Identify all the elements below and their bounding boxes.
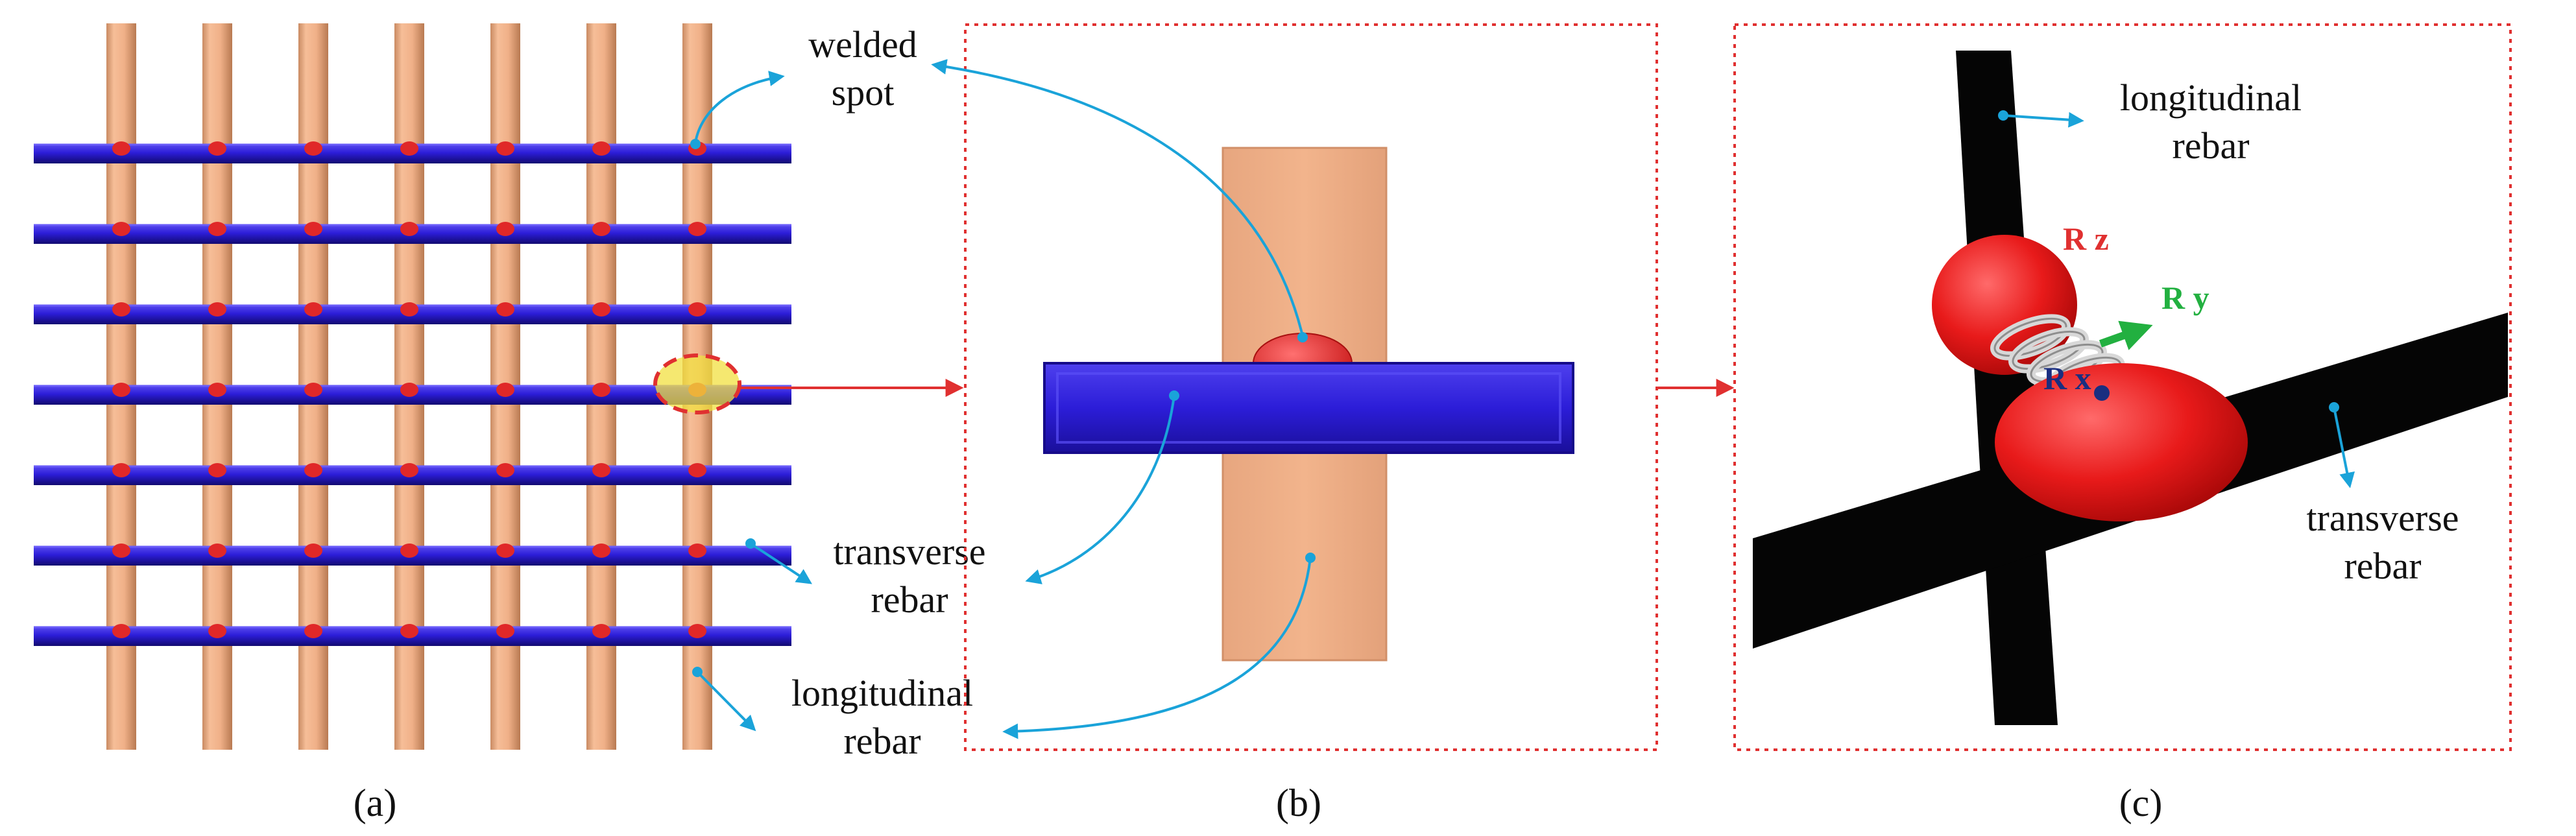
weld-spot-2-3 (304, 222, 322, 236)
weld-spot-7-2 (208, 624, 226, 638)
weld-spot-7-5 (496, 624, 514, 638)
weld-spot-1-3 (304, 141, 322, 156)
leader-dot-transverse-b (1169, 390, 1179, 401)
longitudinal-rebar-c (1956, 51, 2058, 725)
weld-spot-5-3 (304, 463, 322, 477)
label-transverse-c-line1: transverse (2306, 497, 2459, 539)
axis-label-ry: R y (2161, 280, 2209, 316)
weld-spot-2-2 (208, 222, 226, 236)
panel-c-joint: R z R y R x (1753, 51, 2508, 725)
panel-c-frame (1733, 23, 2512, 751)
spring-coil-edge-2 (2012, 330, 2086, 370)
weld-spot-4-2 (208, 383, 226, 397)
label-transverse-a-line2: rebar (871, 579, 948, 621)
weld-spot-6-4 (400, 543, 418, 558)
weld-spot-6-3 (304, 543, 322, 558)
leader-dot-transverse-c (2329, 402, 2339, 412)
weld-spot-4-1 (112, 383, 130, 397)
weld-spot-4-5 (496, 383, 514, 397)
weld-spot-6-6 (592, 543, 610, 558)
weld-spot-1-1 (112, 141, 130, 156)
weld-spot-7-6 (592, 624, 610, 638)
caption-b: (b) (1276, 782, 1321, 824)
label-longitudinal-c-line2: rebar (2172, 125, 2249, 167)
weld-spot-3-1 (112, 302, 130, 316)
label-longitudinal-c-line1: longitudinal (2120, 77, 2302, 119)
leader-transverse-c (2333, 407, 2355, 488)
label-longitudinal-a-line1: longitudinal (791, 672, 973, 714)
panel-b-joint (1043, 147, 1574, 662)
weld-spot-4-3 (304, 383, 322, 397)
label-longitudinal-a-line2: rebar (843, 720, 921, 762)
weld-spot-5-1 (112, 463, 130, 477)
weld-spot-3-2 (208, 302, 226, 316)
weld-spot-3-3 (304, 302, 322, 316)
weld-spot-7-7 (688, 624, 706, 638)
joint-ball-lower (1995, 363, 2248, 521)
weld-spot-2-5 (496, 222, 514, 236)
axis-ry-arrow (2099, 320, 2153, 350)
weld-spot-2-4 (400, 222, 418, 236)
leader-welded-spot-b (931, 59, 1304, 337)
weld-spot-6-7 (688, 543, 706, 558)
weld-spot-7-3 (304, 624, 322, 638)
axis-label-rz: R z (2063, 221, 2109, 257)
weld-spot-7-1 (112, 624, 130, 638)
transverse-bar-b (1043, 362, 1574, 454)
weld-spot-3-6 (592, 302, 610, 316)
leader-transverse-a (749, 542, 813, 584)
weld-spot-1-4 (400, 141, 418, 156)
weld-spot-2-7 (688, 222, 706, 236)
weld-spot-5-6 (592, 463, 610, 477)
label-welded-line2: spot (832, 71, 895, 113)
weld-spot-1-5 (496, 141, 514, 156)
weld-spot-6-1 (112, 543, 130, 558)
weld-spot-2-1 (112, 222, 130, 236)
weld-spot-3-7 (688, 302, 706, 316)
weld-spot-2-6 (592, 222, 610, 236)
transverse-bar-b-bevel (1056, 372, 1561, 444)
weld-spot-6-5 (496, 543, 514, 558)
weld-spot-5-2 (208, 463, 226, 477)
leader-dot-transverse-a (745, 538, 756, 549)
label-transverse-a-line1: transverse (833, 531, 985, 573)
leader-longitudinal-c (2003, 112, 2084, 128)
highlighted-joint (653, 353, 741, 414)
leader-dot-longitudinal-a (692, 667, 703, 677)
leader-welded-spot-a (694, 71, 785, 143)
weld-spot-5-5 (496, 463, 514, 477)
weld-spot-3-5 (496, 302, 514, 316)
weld-spot-3-4 (400, 302, 418, 316)
leader-dot-longitudinal-c (1998, 110, 2008, 121)
axis-rx-dot (2094, 385, 2110, 401)
weld-spot-4-4 (400, 383, 418, 397)
axis-label-rx: R x (2043, 360, 2091, 396)
weld-spot-1-2 (208, 141, 226, 156)
weld-spot-5-7 (688, 463, 706, 477)
leader-longitudinal-a (696, 671, 756, 732)
label-transverse-c-line2: rebar (2344, 545, 2421, 587)
caption-a: (a) (354, 782, 397, 824)
caption-c: (c) (2119, 782, 2163, 824)
leader-longitudinal-b (1002, 557, 1312, 739)
weld-spot-6-2 (208, 543, 226, 558)
leader-dot-welded-b (1297, 332, 1308, 342)
leader-dot-longitudinal-b (1305, 553, 1316, 563)
weld-spot-5-4 (400, 463, 418, 477)
label-welded-line1: welded (808, 23, 917, 66)
leader-dot-welded-a (690, 139, 701, 149)
weld-spot-7-4 (400, 624, 418, 638)
weld-spot-1-6 (592, 141, 610, 156)
weld-spot-4-6 (592, 383, 610, 397)
spring-coil-edge-1 (1993, 317, 2067, 357)
leader-transverse-b (1025, 395, 1175, 584)
panel-a-mesh (34, 23, 791, 750)
